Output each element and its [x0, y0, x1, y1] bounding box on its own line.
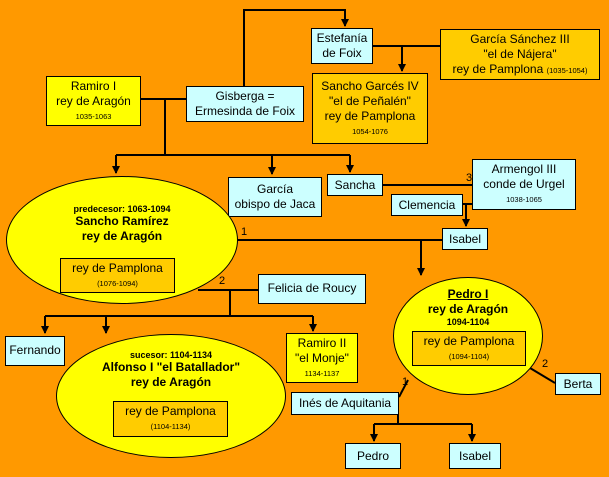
isabel-child-name: Isabel [458, 449, 492, 463]
pedro1-inner-dates: (1094-1104) [448, 352, 490, 361]
ramiro1-line2: rey de Aragón [56, 94, 131, 108]
felicia-box: Felicia de Roucy [258, 274, 366, 304]
pedro1-line1: Pedro I [447, 287, 489, 301]
berta-name: Berta [563, 377, 593, 391]
sancho-garces-line3: rey de Pamplona [324, 109, 416, 123]
sancho-garces-dates: 1054-1076 [352, 127, 388, 136]
armengol-box: Armengol III conde de Urgel 1038-1065 [472, 159, 576, 210]
sancho-garces-line1: Sancho Garcés IV [321, 79, 419, 93]
sancho-ramirez-line1: Sancho Ramírez [75, 214, 169, 228]
berta-box: Berta [555, 373, 601, 395]
gisberga-line2: Ermesinda de Foix [194, 104, 296, 118]
sancho-ramirez-line2: rey de Aragón [81, 229, 163, 243]
garcia-sanchez-box: García Sánchez III "el de Nájera" rey de… [440, 29, 600, 80]
sancho-ramirez-inner-dates: (1076-1094) [97, 279, 138, 288]
marriage-number-felicia: 2 [219, 275, 226, 287]
alfonso1-line1: Alfonso I "el Batallador" [101, 360, 241, 374]
estefania-line2: de Foix [322, 46, 362, 60]
ramiro1-dates: 1035-1063 [75, 112, 112, 121]
ines-box: Inés de Aquitania [291, 392, 399, 415]
alfonso1-tag: sucesor: 1104-1134 [129, 350, 213, 360]
estefania-box: Estefanía de Foix [311, 28, 373, 64]
clemencia-box: Clemencia [391, 194, 463, 216]
pedro1-inner-title: rey de Pamplona [423, 334, 515, 348]
armengol-line1: Armengol III [491, 162, 557, 176]
pedro-child-name: Pedro [356, 449, 390, 463]
isabel-name: Isabel [448, 232, 482, 246]
fernando-box: Fernando [5, 336, 65, 366]
sancho-garces-box: Sancho Garcés IV "el de Peñalén" rey de … [312, 73, 428, 144]
gisberga-line1: Gisberga = [215, 89, 275, 103]
gisberga-box: Gisberga = Ermesinda de Foix [186, 86, 304, 122]
alfonso1-ellipse: sucesor: 1104-1134 Alfonso I "el Batalla… [56, 334, 286, 458]
ramiro2-line2: "el Monje" [295, 351, 349, 365]
sancho-ramirez-ellipse: predecesor: 1063-1094 Sancho Ramírez rey… [6, 176, 238, 304]
felicia-name: Felicia de Roucy [267, 281, 357, 295]
sancho-ramirez-inner-title: rey de Pamplona [72, 261, 163, 275]
clemencia-name: Clemencia [398, 198, 456, 212]
alfonso1-inner-dates: (1104-1134) [150, 422, 191, 431]
garcia-sanchez-title: rey de Pamplona [452, 62, 544, 76]
garcia-obispo-line2: obispo de Jaca [234, 197, 316, 211]
armengol-dates: 1038-1065 [506, 195, 542, 204]
sancho-ramirez-pamplona-box: rey de Pamplona (1076-1094) [60, 258, 175, 293]
pedro1-pamplona-box: rey de Pamplona (1094-1104) [412, 331, 526, 366]
alfonso1-line2: rey de Aragón [130, 375, 212, 389]
pedro-child-box: Pedro [345, 443, 401, 469]
garcia-sanchez-line1: García Sánchez III [470, 32, 570, 46]
alfonso1-inner-title: rey de Pamplona [125, 404, 216, 418]
garcia-sanchez-dates: (1035-1054) [546, 66, 588, 75]
sancho-garces-line2: "el de Peñalén" [329, 94, 411, 108]
ramiro2-dates: 1134-1137 [304, 369, 340, 378]
armengol-line2: conde de Urgel [483, 177, 565, 191]
ramiro2-box: Ramiro II "el Monje" 1134-1137 [286, 333, 358, 383]
ramiro2-line1: Ramiro II [297, 336, 347, 350]
garcia-sanchez-line3: rey de Pamplona (1035-1054) [441, 62, 599, 78]
ramiro1-box: Ramiro I rey de Aragón 1035-1063 [46, 76, 141, 126]
isabel-child-box: Isabel [449, 443, 501, 469]
ines-name: Inés de Aquitania [298, 396, 392, 410]
sancho-ramirez-tag: predecesor: 1063-1094 [73, 204, 171, 214]
pedro1-line2: rey de Aragón [427, 302, 509, 316]
sancha-box: Sancha [327, 174, 383, 196]
garcia-obispo-box: García obispo de Jaca [228, 177, 322, 217]
marriage-number-berta: 2 [542, 358, 549, 370]
marriage-number-ines: 1 [402, 376, 409, 388]
fernando-name: Fernando [9, 343, 61, 357]
ramiro1-line1: Ramiro I [70, 79, 117, 93]
garcia-sanchez-line2: "el de Nájera" [483, 47, 557, 61]
alfonso1-pamplona-box: rey de Pamplona (1104-1134) [113, 401, 228, 437]
estefania-line1: Estefanía [316, 31, 368, 45]
sancha-name: Sancha [334, 178, 376, 192]
garcia-obispo-line1: García [256, 182, 293, 196]
marriage-number-armengol: 3 [466, 172, 473, 184]
pedro1-dates: 1094-1104 [446, 317, 490, 327]
marriage-number-isabel: 1 [241, 226, 248, 238]
isabel-box: Isabel [442, 228, 488, 250]
